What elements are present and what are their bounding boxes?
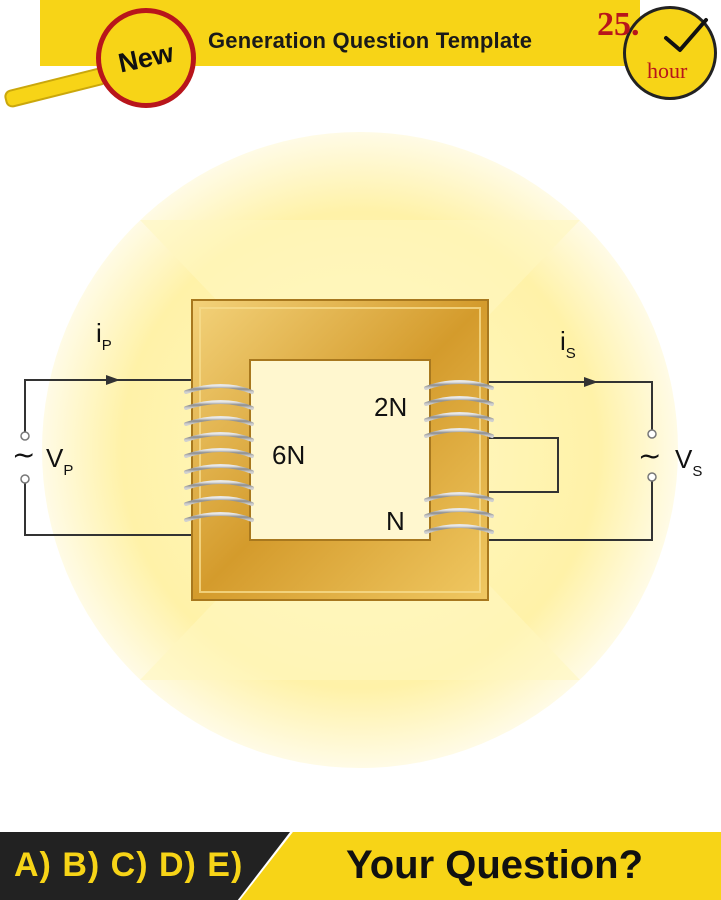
badge-label: New [115,37,177,79]
clock-unit: hour [647,58,688,83]
secondary-lower-turns-label: N [386,506,405,536]
check-icon [664,18,708,52]
svg-text:~: ~ [638,439,661,472]
footer-options-band [0,832,290,900]
primary-coil [184,384,254,522]
page-title: Generation Question Template [208,28,533,53]
clock-number: 25. [597,6,640,43]
primary-ac-source: ~ [12,431,35,484]
secondary-lower-coil [424,492,494,534]
clock-icon [623,6,717,100]
primary-voltage-label: VP [46,443,73,479]
secondary-current-arrow [584,377,598,387]
question-prompt: Your Question? [346,843,644,887]
transformer-core [191,299,489,601]
primary-current-label: iP [96,318,112,354]
primary-turns-label: 6N [272,440,305,470]
secondary-current-label: iS [560,326,576,362]
answer-options: A) B) C) D) E) [14,846,244,884]
primary-circuit [24,379,252,536]
new-badge: New [96,8,196,108]
secondary-ac-source: ~ [638,429,661,482]
magnifier-handle [2,66,109,109]
secondary-upper-coil [424,380,494,438]
svg-text:~: ~ [12,438,35,471]
secondary-circuit [430,381,653,541]
secondary-voltage-label: VS [675,444,702,480]
transformer-diagram: ~ ~ iP VP 6N iS VS 2N N [12,132,702,768]
secondary-upper-turns-label: 2N [374,392,407,422]
footer-question-band [240,832,721,900]
footer: A) B) C) D) E) Your Question? [0,832,721,900]
primary-current-arrow [106,375,120,385]
